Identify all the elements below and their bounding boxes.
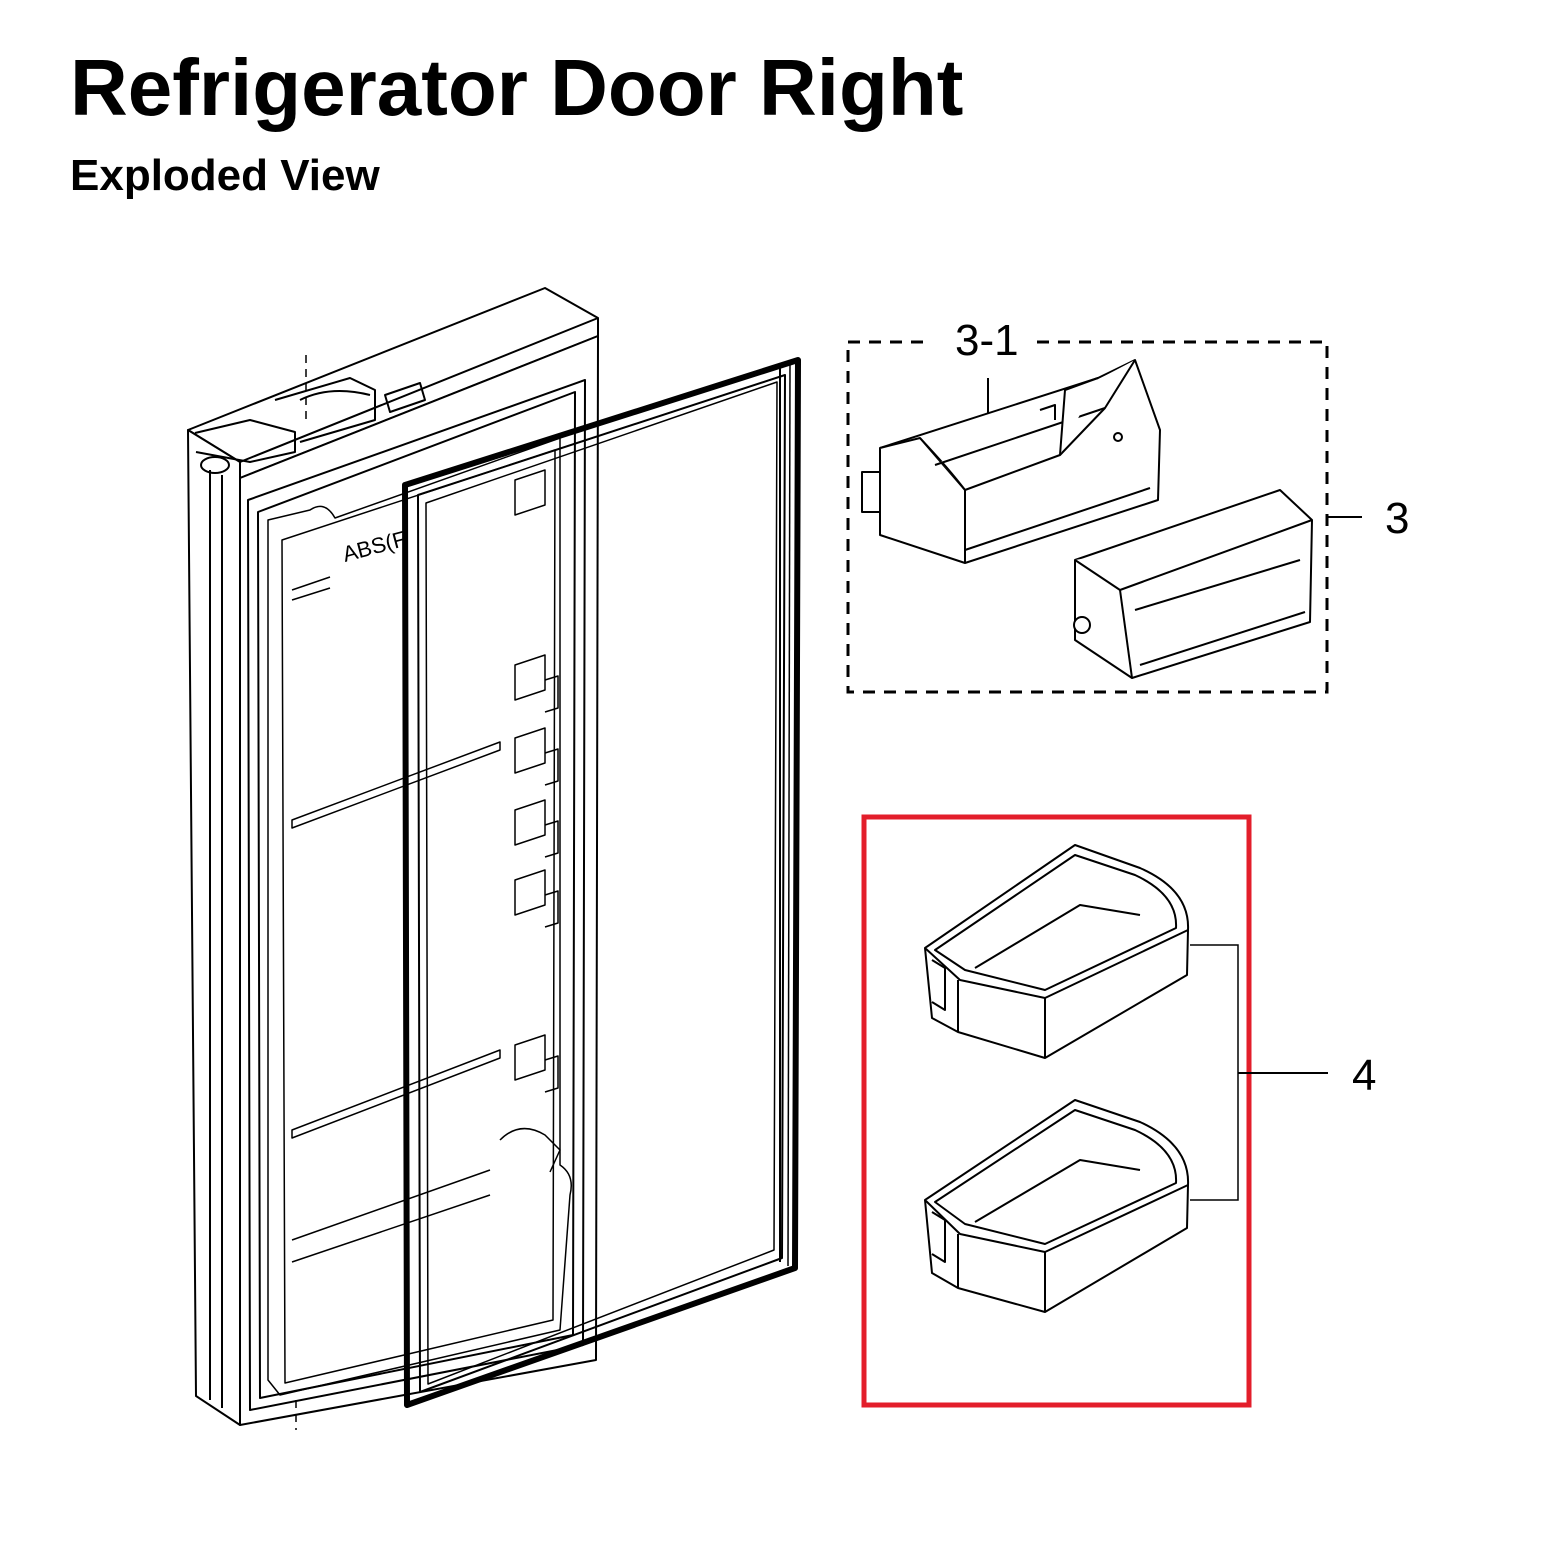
part-3-1-holder[interactable] [861,359,1161,564]
part-4-bin-lower[interactable] [924,1099,1190,1313]
door-panel[interactable] [187,287,599,1430]
door-gasket[interactable] [402,357,801,1408]
part-4-bin-upper[interactable] [924,844,1190,1059]
callout-3-1-label: 3-1 [955,316,1019,365]
page-subtitle: Exploded View [70,151,380,200]
callout-3-label: 3 [1385,494,1409,543]
part-3-cover[interactable] [1073,489,1313,679]
callout-3-1-label-gap [928,325,1036,361]
callout-4-leader [1190,944,1328,1201]
callout-4-label: 4 [1352,1051,1376,1100]
part-4-highlight-box [861,814,1252,1408]
page-title: Refrigerator Door Right [70,43,964,132]
